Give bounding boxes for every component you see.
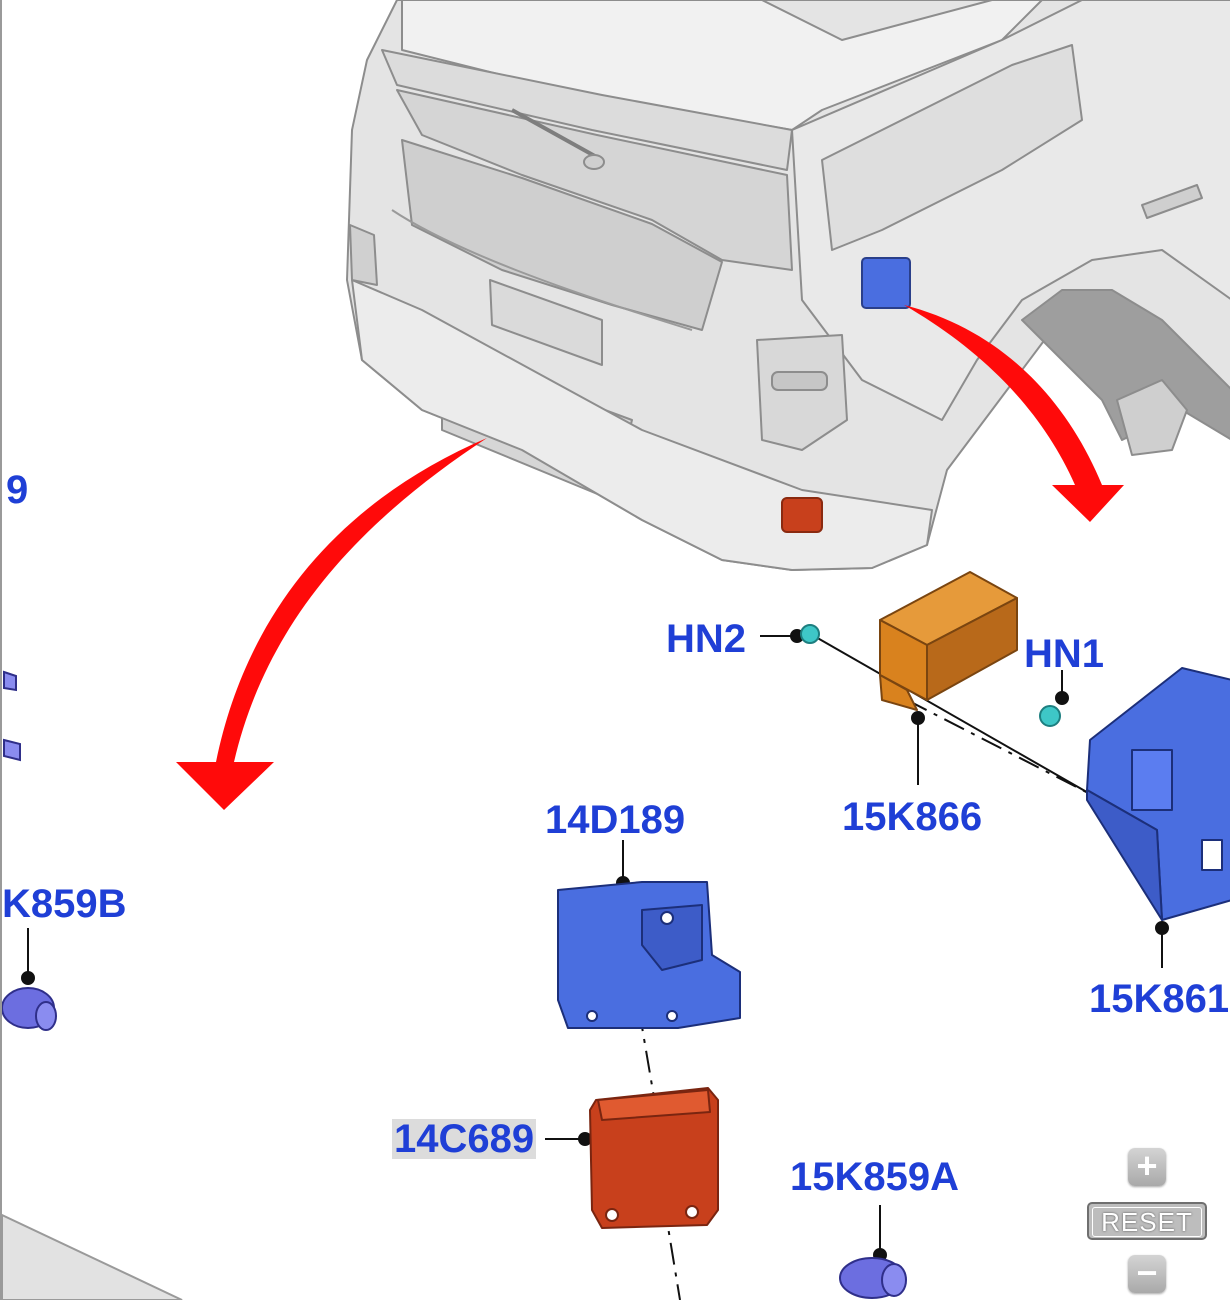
module-14c689: [589, 1087, 719, 1229]
clip-hn2: [800, 624, 820, 644]
bracket-15k861: [1086, 667, 1230, 921]
callout-15k859b[interactable]: K859B: [2, 882, 127, 926]
module-15k866: [879, 571, 1018, 711]
reset-label: RESET: [1092, 1207, 1202, 1237]
vehicle-illustration: [346, 0, 1230, 571]
minus-icon: −: [1136, 1252, 1158, 1293]
sensor-15k859b: [2, 987, 57, 1031]
callout-14c689[interactable]: 14C689: [392, 1117, 537, 1161]
bracket-14d189: [557, 881, 741, 1029]
callout-14d189[interactable]: 14D189: [545, 798, 686, 842]
callout-15k866[interactable]: 15K866: [842, 795, 983, 839]
callout-15k859a[interactable]: 15K859A: [790, 1155, 960, 1199]
zoom-in-button[interactable]: +: [1128, 1148, 1166, 1186]
callout-hn1[interactable]: HN1: [1024, 632, 1105, 676]
direction-arrows: [176, 305, 1124, 810]
plus-icon: +: [1136, 1145, 1158, 1186]
callout-15k861[interactable]: 15K861: [1089, 977, 1230, 1021]
zoom-out-button[interactable]: −: [1128, 1255, 1166, 1293]
bottom-left-panel: [2, 1213, 183, 1300]
arrow-right: [904, 305, 1124, 522]
arrow-left: [176, 438, 487, 810]
callout-left-top[interactable]: 9: [6, 468, 29, 512]
sensor-15k859a: [839, 1257, 907, 1299]
reset-button[interactable]: RESET: [1087, 1202, 1207, 1240]
callout-hn2[interactable]: HN2: [666, 617, 747, 661]
clip-hn1: [1039, 705, 1061, 727]
leader-lines: [21, 629, 1169, 1300]
partial-left-parts: [3, 670, 21, 762]
